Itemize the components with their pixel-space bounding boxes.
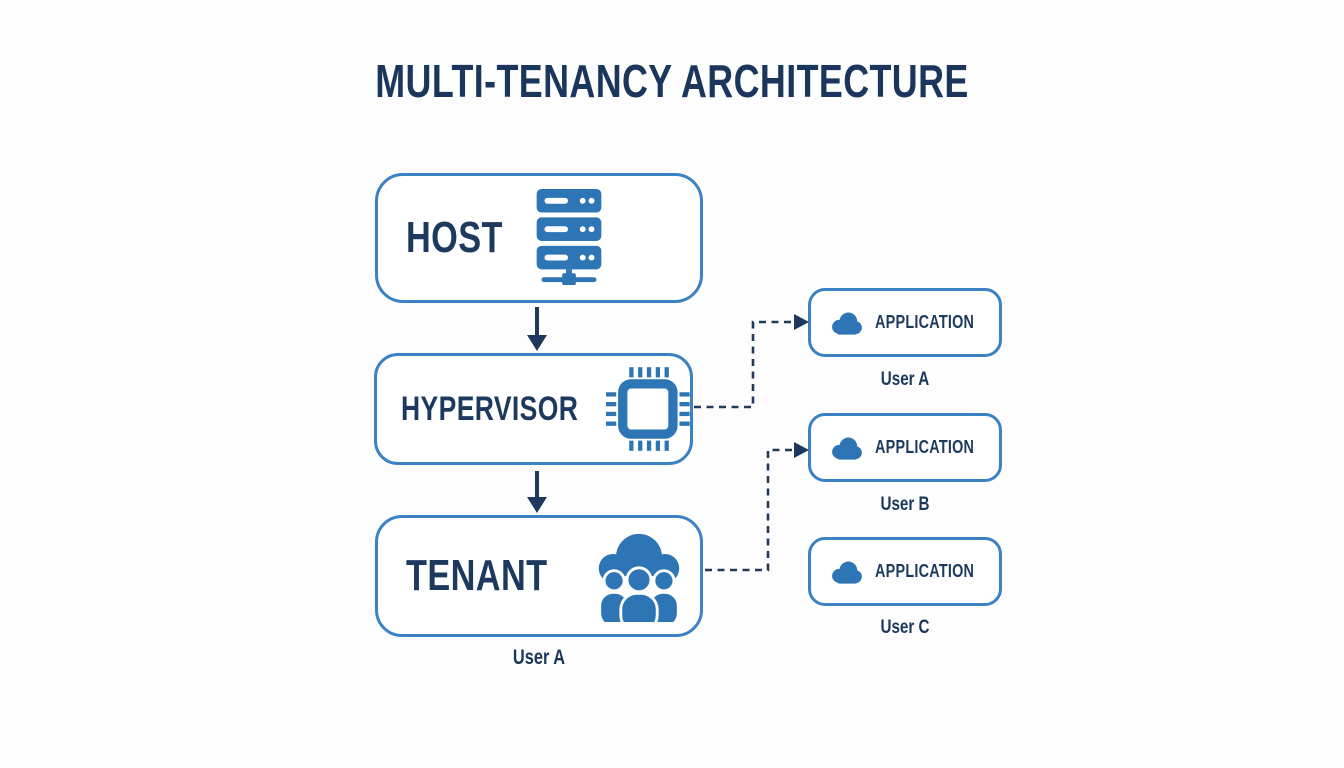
dashed-arrow-hypervisor-to-application-a [694,314,809,409]
arrow-hypervisor-to-tenant [527,471,547,513]
application-box-user-b: APPLICATION [808,413,1002,482]
tenant-label: TENANT [406,551,548,600]
tenant-user-label: User A [512,646,566,669]
application-label: APPLICATION [875,437,975,457]
arrow-host-to-hypervisor [527,307,547,351]
host-box: HOST [375,173,703,303]
tenant-box: TENANT [375,515,703,637]
application-label: APPLICATION [875,561,975,581]
cloud-icon [832,437,862,460]
application-user-c-label: User C [880,616,930,638]
cloud-icon [832,561,862,584]
users-icon [598,533,681,622]
application-user-a-label: User A [880,368,930,390]
hypervisor-label: HYPERVISOR [401,389,579,428]
application-box-user-a: APPLICATION [808,288,1002,357]
diagram-title: MULTI-TENANCY ARCHITECTURE [375,55,969,107]
hypervisor-box: HYPERVISOR [374,353,693,465]
host-label: HOST [406,213,503,262]
application-user-b-label: User B [880,493,930,515]
cloud-icon [832,312,862,335]
chip-icon [606,367,690,451]
dashed-arrow-tenant-to-application-b [705,442,809,572]
application-label: APPLICATION [875,312,975,332]
application-box-user-c: APPLICATION [808,537,1002,606]
server-icon [536,189,602,286]
